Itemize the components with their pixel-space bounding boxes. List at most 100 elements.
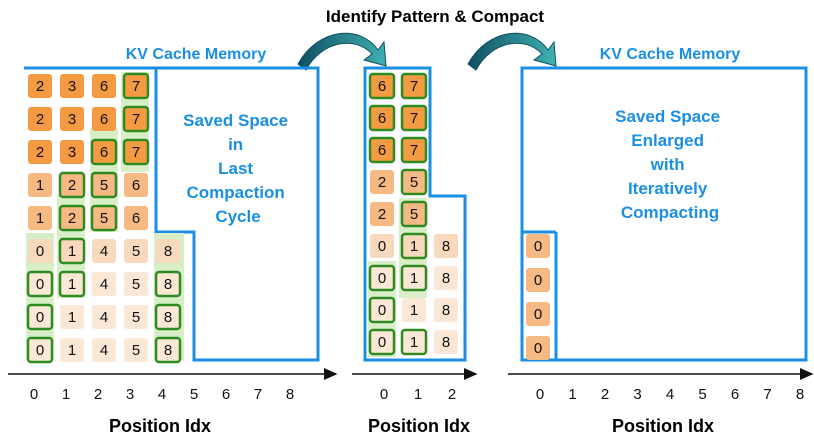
kv-cell-value: 8 xyxy=(442,238,450,255)
saved-space-line: Enlarged xyxy=(631,131,704,150)
kv-cell-value: 7 xyxy=(410,78,418,95)
kv-cell-value: 0 xyxy=(534,272,542,289)
header-title: Identify Pattern & Compact xyxy=(326,7,545,26)
saved-space-line: Compaction xyxy=(187,183,285,202)
kv-cell xyxy=(28,107,52,131)
kv-cell-value: 1 xyxy=(410,302,418,319)
kv-cell-value: 0 xyxy=(378,302,386,319)
kv-cell-value: 5 xyxy=(410,206,418,223)
x-axis-tick-label: 4 xyxy=(666,386,674,403)
kv-cell-value: 6 xyxy=(378,142,386,159)
kv-cell xyxy=(124,206,148,230)
kv-cell-value: 1 xyxy=(410,270,418,287)
x-axis-tick-label: 0 xyxy=(30,386,38,403)
kv-cell-value: 2 xyxy=(68,210,76,227)
saved-space-line: Saved Space xyxy=(615,107,720,126)
kv-cell-value: 5 xyxy=(100,210,108,227)
kv-cell xyxy=(92,107,116,131)
kv-cell-value: 7 xyxy=(410,142,418,159)
kv-cell-value: 6 xyxy=(378,78,386,95)
memory-label: KV Cache Memory xyxy=(600,46,741,63)
x-axis-tick-label: 0 xyxy=(536,386,544,403)
kv-cell xyxy=(92,338,116,362)
kv-cell xyxy=(370,234,394,258)
saved-space-line: Cycle xyxy=(215,207,260,226)
kv-cell xyxy=(368,72,396,100)
kv-cell xyxy=(28,74,52,98)
kv-cell-value: 3 xyxy=(68,78,76,95)
kv-cell xyxy=(28,206,52,230)
kv-cell xyxy=(434,234,458,258)
kv-cell-value: 4 xyxy=(100,243,108,260)
kv-cell xyxy=(154,336,182,364)
x-axis-tick-label: 6 xyxy=(731,386,739,403)
x-axis-tick-label: 0 xyxy=(380,386,388,403)
kv-cell-value: 7 xyxy=(410,110,418,127)
kv-cell-value: 0 xyxy=(36,309,44,326)
x-axis-tick-label: 2 xyxy=(601,386,609,403)
kv-cell-value: 2 xyxy=(36,78,44,95)
kv-cell-value: 7 xyxy=(132,144,140,161)
kv-cell xyxy=(400,232,428,260)
kv-cell xyxy=(368,328,396,356)
x-axis-label: Position Idx xyxy=(368,416,470,436)
kv-cell xyxy=(400,328,428,356)
kv-cell-value: 8 xyxy=(164,243,172,260)
saved-space-line: in xyxy=(228,135,243,154)
kv-cell xyxy=(58,237,86,265)
kv-cell xyxy=(400,136,428,164)
x-axis-tick-label: 1 xyxy=(62,386,70,403)
kv-cell-value: 1 xyxy=(68,276,76,293)
kv-cell xyxy=(400,104,428,132)
x-axis-tick-label: 6 xyxy=(222,386,230,403)
kv-cell xyxy=(58,204,86,232)
kv-cell-value: 4 xyxy=(100,342,108,359)
kv-cell xyxy=(122,138,150,166)
kv-cell xyxy=(526,336,550,360)
kv-cell xyxy=(526,234,550,258)
kv-cell-value: 6 xyxy=(100,78,108,95)
memory-label: KV Cache Memory xyxy=(126,46,267,63)
kv-cell-value: 5 xyxy=(132,243,140,260)
kv-cell xyxy=(526,268,550,292)
kv-cell-value: 1 xyxy=(410,238,418,255)
kv-cell-value: 2 xyxy=(36,111,44,128)
kv-cell-value: 3 xyxy=(68,144,76,161)
kv-cell-value: 8 xyxy=(164,309,172,326)
kv-cell xyxy=(58,270,86,298)
kv-cell-value: 1 xyxy=(410,334,418,351)
kv-cell-value: 0 xyxy=(378,238,386,255)
kv-cell xyxy=(26,270,54,298)
kv-cell xyxy=(368,136,396,164)
kv-cell xyxy=(92,239,116,263)
kv-cell xyxy=(26,303,54,331)
x-axis-tick-label: 2 xyxy=(448,386,456,403)
kv-cell-value: 1 xyxy=(68,243,76,260)
kv-cell xyxy=(434,298,458,322)
kv-cell-value: 2 xyxy=(36,144,44,161)
x-axis-tick-label: 4 xyxy=(158,386,166,403)
kv-cell-value: 7 xyxy=(132,111,140,128)
kv-cell xyxy=(368,264,396,292)
kv-cell-value: 0 xyxy=(534,306,542,323)
kv-cell xyxy=(368,296,396,324)
kv-cell xyxy=(60,338,84,362)
x-axis-ticks: 0 1 2 xyxy=(380,386,456,403)
kv-cell-value: 0 xyxy=(534,340,542,357)
kv-cell-value: 6 xyxy=(100,111,108,128)
x-axis-tick-label: 8 xyxy=(796,386,804,403)
kv-cell-value: 8 xyxy=(164,276,172,293)
kv-cell-value: 2 xyxy=(378,174,386,191)
kv-cell-value: 7 xyxy=(132,78,140,95)
x-axis-tick-label: 5 xyxy=(190,386,198,403)
kv-cell-value: 0 xyxy=(378,270,386,287)
kv-cell-value: 0 xyxy=(36,243,44,260)
x-axis-tick-label: 1 xyxy=(414,386,422,403)
kv-cell-value: 0 xyxy=(36,342,44,359)
x-axis-tick-label: 8 xyxy=(286,386,294,403)
kv-cell xyxy=(90,138,118,166)
kv-cell-value: 3 xyxy=(68,111,76,128)
